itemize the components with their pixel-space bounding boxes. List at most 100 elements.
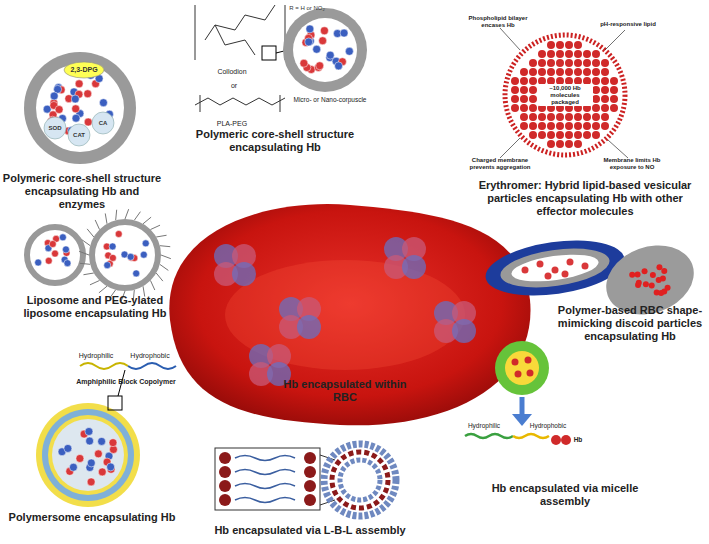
erythromer-particle-shape (520, 104, 528, 112)
layer-by-layer-particle-shape (219, 452, 231, 464)
liposome-particle-shape (115, 230, 122, 237)
erythromer-particle-shape (538, 77, 546, 85)
erythromer-particle-shape (574, 77, 582, 85)
discoid-particle-shape (629, 272, 635, 278)
layer-by-layer-particle-shape (215, 448, 320, 510)
erythromer-particle-shape (565, 131, 573, 139)
erythromer-particle-shape (538, 59, 546, 67)
liposome-particle-shape (49, 241, 56, 248)
core-shell-enzyme-particle-shape (55, 106, 63, 114)
layer-by-layer-particle-shape (304, 452, 316, 464)
erythromer-particle-shape (556, 131, 564, 139)
erythromer-particle-shape (520, 77, 528, 85)
liposome-particle-shape (62, 246, 69, 253)
panel-caption: Hb encapsulated via L-B-L assembly (210, 524, 410, 537)
panel-caption: Erythromer: Hybrid lipid-based vesicular… (467, 179, 703, 218)
erythromer-particle-shape (529, 95, 537, 103)
erythromer-particle-shape (574, 131, 582, 139)
liposome-particle-shape (127, 253, 134, 260)
discoid-particle-shape (552, 267, 559, 274)
red-blood-cell-shape (169, 204, 530, 425)
red-blood-cell-shape (232, 262, 256, 286)
erythromer-particle-shape (592, 131, 600, 139)
micelle-particle-shape (495, 341, 549, 395)
liposome-particle-shape (156, 235, 166, 237)
polymersome-particle-shape (76, 454, 84, 462)
erythromer-particle-shape (574, 50, 582, 58)
erythromer-particle-shape (538, 50, 546, 58)
layer-by-layer-particle-shape (219, 494, 231, 506)
polymersome-particle-shape (80, 363, 128, 369)
core-shell-enzyme-particle-shape (72, 105, 80, 113)
micelle-particle-shape (527, 370, 534, 377)
polymersome-particle-shape (107, 463, 115, 471)
erythromer-particle (500, 28, 628, 158)
polymersome-particle-shape (42, 409, 134, 501)
discoid-particle-shape (522, 267, 529, 274)
core-shell-particle-shape (305, 38, 313, 46)
erythromer-particle-shape (529, 77, 537, 85)
polymersome-particle-shape (85, 427, 93, 435)
erythromer-particle-shape (601, 113, 609, 121)
annotation-label: SOD (45, 125, 65, 132)
discoid-particle-shape (537, 261, 544, 268)
liposome-particle-shape (99, 286, 107, 293)
erythromer-particle-shape (511, 104, 519, 112)
erythromer-particle-shape (529, 113, 537, 121)
erythromer-particle-shape (565, 41, 573, 49)
core-shell-enzyme-particle-shape (84, 90, 92, 98)
concept-panel: Polymeric core-shell structure encapsula… (190, 0, 370, 155)
core-shell-particle-shape (195, 5, 196, 60)
liposome-particle-shape (104, 262, 111, 269)
erythromer-particle-shape (608, 140, 628, 158)
polymersome-particle-shape (48, 415, 128, 495)
erythromer-particle-shape (547, 122, 555, 130)
discoid-particle-shape (665, 285, 671, 291)
discoid-particle-shape (636, 280, 642, 286)
panel-caption: Polymeric core-shell structure encapsula… (190, 128, 360, 154)
liposome-particle-shape (150, 225, 160, 229)
erythromer-particle-shape (565, 140, 573, 148)
layer-by-layer-particle-shape (304, 480, 316, 492)
annotation-label: Collodion (202, 68, 262, 76)
core-shell-particle-shape (340, 29, 348, 37)
polymersome-particle-shape (87, 478, 95, 486)
liposome-particle-shape (116, 210, 117, 220)
layer-by-layer-particle (215, 444, 396, 516)
layer-by-layer-particle-shape (332, 452, 388, 508)
micelle-particle (465, 341, 571, 445)
erythromer-particle-shape (592, 59, 600, 67)
polymersome-particle-shape (94, 450, 102, 458)
core-shell-enzyme-particle-shape (24, 52, 136, 164)
micelle-particle-shape (512, 414, 532, 426)
red-blood-cell-shape (225, 260, 465, 370)
red-blood-cell-shape (402, 255, 426, 279)
erythromer-particle-shape (538, 68, 546, 76)
liposome-particle-shape (90, 280, 100, 284)
discoid-particle-shape (510, 250, 600, 286)
erythromer-particle-shape (547, 59, 555, 67)
polymersome-particle-shape (86, 437, 94, 445)
annotation-label: ~10,000 Hb molecules packaged (538, 85, 592, 106)
annotation-label: Charged membrane prevents aggregation (460, 157, 540, 171)
liposome-particle-shape (133, 270, 140, 277)
liposome-particle-shape (64, 260, 71, 267)
erythromer-particle-shape (583, 113, 591, 121)
erythromer-particle-shape (574, 59, 582, 67)
core-shell-particle-shape (300, 59, 308, 67)
panel-caption: Liposome and PEG-ylated liposome encapsu… (13, 294, 178, 320)
liposome-particle-shape (79, 251, 89, 255)
erythromer-particle-shape (601, 77, 609, 85)
liposome-particle-shape (52, 250, 59, 257)
annotation-label: Micro- or Nano-corpuscle (275, 96, 385, 104)
erythromer-particle-shape (547, 41, 555, 49)
layer-by-layer-particle-shape (219, 480, 231, 492)
erythromer-particle-shape (529, 86, 537, 94)
discoid-particle-shape (643, 281, 649, 287)
micelle-particle-shape (513, 434, 549, 438)
core-shell-enzyme-particle-shape (64, 62, 104, 78)
layer-by-layer-particle-shape (235, 456, 295, 461)
discoid-particle-shape (656, 264, 662, 270)
erythromer-particle-shape (601, 59, 609, 67)
